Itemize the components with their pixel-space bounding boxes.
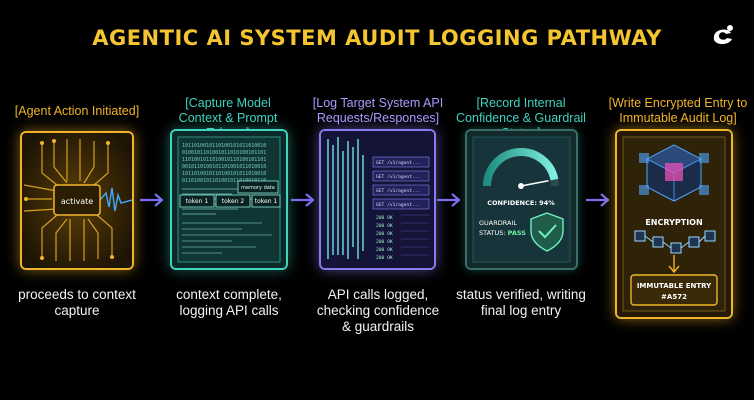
status-label: STATUS: (479, 229, 508, 237)
token-chip: token 1 (255, 198, 278, 205)
entry-id: #A572 (661, 293, 687, 301)
svg-text:STATUS: PASS: STATUS: PASS (479, 229, 526, 237)
stage-5-card: ENCRYPTION IMMUTABLE ENTRY #A572 (615, 129, 733, 319)
arrow-1-icon (140, 193, 164, 207)
stage-3-label: [Log Target System API Requests/Response… (312, 96, 444, 125)
brand-logo-icon (713, 25, 733, 45)
api-response-row: 200 OK (376, 255, 393, 261)
circuit-chip-illustration: activate (22, 133, 132, 268)
stage-1-card: activate (20, 131, 134, 270)
api-response-row: 200 OK (376, 231, 393, 237)
stage-4-label: [Record Internal Confidence & Guardrail … (456, 96, 586, 140)
stage-5-label: [Write Encrypted Entry to Immutable Audi… (608, 96, 748, 125)
api-response-row: 200 OK (376, 239, 393, 245)
activate-chip-label: activate (61, 197, 93, 206)
context-tokens-illustration: 1011010010110100101011010010 01001011010… (172, 131, 286, 268)
memory-data-label: memory data (241, 185, 275, 191)
arrow-3-icon (437, 193, 461, 207)
stage-3-card: GET /v1/agent... GET /v1/agent... GET /v… (319, 129, 436, 270)
confidence-readout: CONFIDENCE: 94% (487, 199, 555, 207)
stage-4-card: CONFIDENCE: 94% GUARDRAIL STATUS: PASS (465, 129, 578, 270)
encryption-label: ENCRYPTION (645, 218, 702, 227)
encrypted-entry-illustration: ENCRYPTION IMMUTABLE ENTRY #A572 (617, 131, 731, 317)
gauge-needle-icon (520, 179, 549, 187)
svg-text:1011010010110100101011010010: 1011010010110100101011010010 01001011010… (182, 143, 269, 184)
stage-2-card: 1011010010110100101011010010 01001011010… (170, 129, 288, 270)
down-arrow-icon (668, 255, 680, 274)
api-request-row: GET /v1/agent... (376, 174, 420, 180)
stage-1-label: [Agent Action Initiated] (14, 104, 140, 118)
confidence-gauge-fill (483, 148, 559, 187)
token-chip: token 2 (222, 198, 245, 205)
shield-check-icon (530, 212, 564, 252)
arrow-4-icon (586, 193, 610, 207)
api-response-row: 200 OK (376, 223, 393, 229)
token-chip: token 1 (186, 198, 209, 205)
page-title: AGENTIC AI SYSTEM AUDIT LOGGING PATHWAY (92, 26, 662, 50)
stage-4-caption: status verified, writing final log entry (456, 287, 586, 318)
status-pass-badge: PASS (508, 229, 527, 237)
api-request-row: GET /v1/agent... (376, 188, 420, 194)
api-request-row: GET /v1/agent... (376, 160, 420, 166)
guardrail-label: GUARDRAIL (479, 219, 517, 227)
arrow-2-icon (291, 193, 315, 207)
api-log-illustration: GET /v1/agent... GET /v1/agent... GET /v… (321, 131, 434, 268)
api-request-row: GET /v1/agent... (376, 202, 420, 208)
api-response-row: 200 OK (376, 247, 393, 253)
api-response-row: 200 OK (376, 215, 393, 221)
blockchain-cube-icon (639, 144, 709, 202)
stage-2-caption: context complete, logging API calls (176, 287, 282, 318)
stage-3-caption: API calls logged, checking confidence & … (316, 287, 440, 334)
stage-1-caption: proceeds to context capture (18, 287, 136, 318)
confidence-gauge-illustration: CONFIDENCE: 94% GUARDRAIL STATUS: PASS (467, 131, 576, 268)
immutable-entry-label: IMMUTABLE ENTRY (637, 282, 712, 290)
